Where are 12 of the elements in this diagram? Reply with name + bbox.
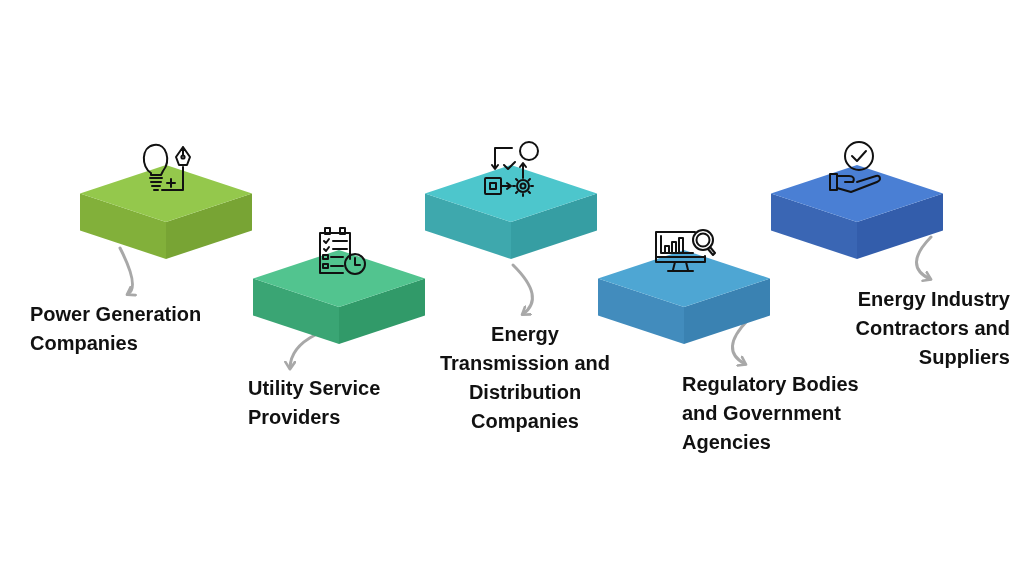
category-label: Energy Industry Contractors and Suppliers <box>820 285 1010 372</box>
isometric-block <box>425 165 597 259</box>
curved-arrow <box>118 246 137 297</box>
isometric-block <box>771 165 943 259</box>
isometric-block <box>598 250 770 344</box>
curved-arrow <box>915 235 933 282</box>
curved-arrow <box>284 333 317 371</box>
curved-arrow <box>511 263 534 317</box>
category-label: Regulatory Bodies and Government Agencies <box>682 370 882 457</box>
isometric-block <box>253 250 425 344</box>
isometric-block <box>80 165 252 259</box>
category-label: Power Generation Companies <box>30 300 230 358</box>
